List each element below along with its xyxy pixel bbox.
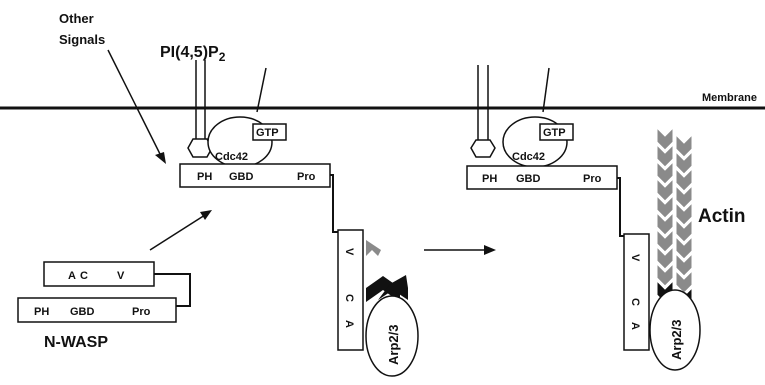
- cdc42-anchor: [256, 67, 267, 113]
- domain-ph-label-2: PH: [482, 173, 497, 185]
- cdc42-label-2: Cdc42: [512, 151, 545, 163]
- gtp-label: GTP: [256, 127, 279, 139]
- actin-subunit: [656, 211, 674, 236]
- pip2-label: PI(4,5)P2: [160, 44, 226, 64]
- arp-chevron-2: [378, 275, 408, 300]
- nwasp-linker-1: [330, 174, 342, 233]
- actin-subunit: [656, 262, 674, 287]
- other-signals-arrowhead: [155, 152, 166, 164]
- actin-subunit: [675, 269, 693, 294]
- vca-v-label-1: V: [343, 248, 355, 256]
- actin-subunit: [675, 167, 693, 192]
- gtp-label-2: GTP: [543, 127, 566, 139]
- nwasp-top-box: [43, 261, 155, 287]
- domain-pro-label: Pro: [132, 306, 151, 318]
- other-signals-label-1: Other: [59, 11, 94, 26]
- other-signals-arrow: [107, 49, 163, 159]
- pip2-headgroup: [187, 138, 213, 158]
- domain-pro-label-2: Pro: [583, 173, 602, 185]
- actin-subunit: [656, 245, 674, 270]
- vca-c-label-2: C: [629, 298, 641, 306]
- vca-a-label-2: A: [629, 322, 641, 330]
- actin-subunit: [656, 160, 674, 185]
- gtp-box: [252, 123, 287, 141]
- actin-subunit: [656, 177, 674, 202]
- actin-monomer-chevron: [366, 240, 381, 256]
- nwasp-linker: [154, 273, 191, 307]
- actin-subunit: [675, 252, 693, 277]
- vca-box-1: [337, 229, 364, 351]
- pip2-headgroup-2: [470, 139, 496, 158]
- domain-pro-label-1: Pro: [297, 171, 316, 183]
- nwasp-label: N-WASP: [44, 334, 108, 351]
- cdc42-label: Cdc42: [215, 151, 248, 163]
- actin-subunit: [675, 218, 693, 243]
- domain-a-label: A: [68, 270, 76, 282]
- nwasp-bottom-box: [17, 297, 177, 323]
- actin-subunit: [675, 235, 693, 260]
- vca-box-2: [623, 233, 650, 351]
- nwasp-linker-2: [617, 177, 626, 237]
- domain-gbd-label-2: GBD: [516, 173, 541, 185]
- domain-ph-label-1: PH: [197, 171, 212, 183]
- arp23-label-2: Arp2/3: [669, 320, 684, 360]
- domain-ph-label: PH: [34, 306, 49, 318]
- actin-subunit: [656, 194, 674, 219]
- actin-subunit: [675, 184, 693, 209]
- other-signals-label-2: Signals: [59, 32, 105, 47]
- domain-v-label: V: [117, 270, 125, 282]
- gtp-box-2: [539, 123, 574, 141]
- vca-a-label-1: A: [343, 320, 355, 328]
- cdc42-anchor-2: [542, 67, 550, 113]
- actin-subunit: [675, 201, 693, 226]
- actin-subunit: [656, 143, 674, 168]
- membrane-label: Membrane: [702, 92, 757, 104]
- arp23-label-1: Arp2/3: [386, 325, 401, 365]
- active-complex-2: GTP Cdc42 PH GBD Pro V C A Arp2/3 Actin: [466, 65, 746, 371]
- actin-label: Actin: [698, 206, 746, 227]
- vca-v-label-2: V: [629, 254, 641, 262]
- actin-filament: [656, 126, 693, 311]
- domain-c-label: C: [80, 270, 88, 282]
- domain-gbd-label-1: GBD: [229, 171, 254, 183]
- activation-arrow: [149, 214, 206, 251]
- vca-c-label-1: C: [343, 294, 355, 302]
- arp23-complex-1: [365, 295, 419, 377]
- actin-subunit: [675, 150, 693, 175]
- inactive-nwasp: A C V PH GBD Pro N-WASP: [17, 261, 191, 351]
- actin-subunit: [656, 126, 674, 151]
- transition-arrowhead: [484, 245, 496, 255]
- active-complex-1: PI(4,5)P2 GTP Cdc42 PH GBD Pro V C A Arp…: [160, 44, 419, 377]
- activation-arrowhead: [200, 210, 212, 220]
- actin-subunit: [656, 228, 674, 253]
- arp23-complex-2: [649, 289, 701, 371]
- domain-gbd-label: GBD: [70, 306, 95, 318]
- actin-subunit: [675, 133, 693, 158]
